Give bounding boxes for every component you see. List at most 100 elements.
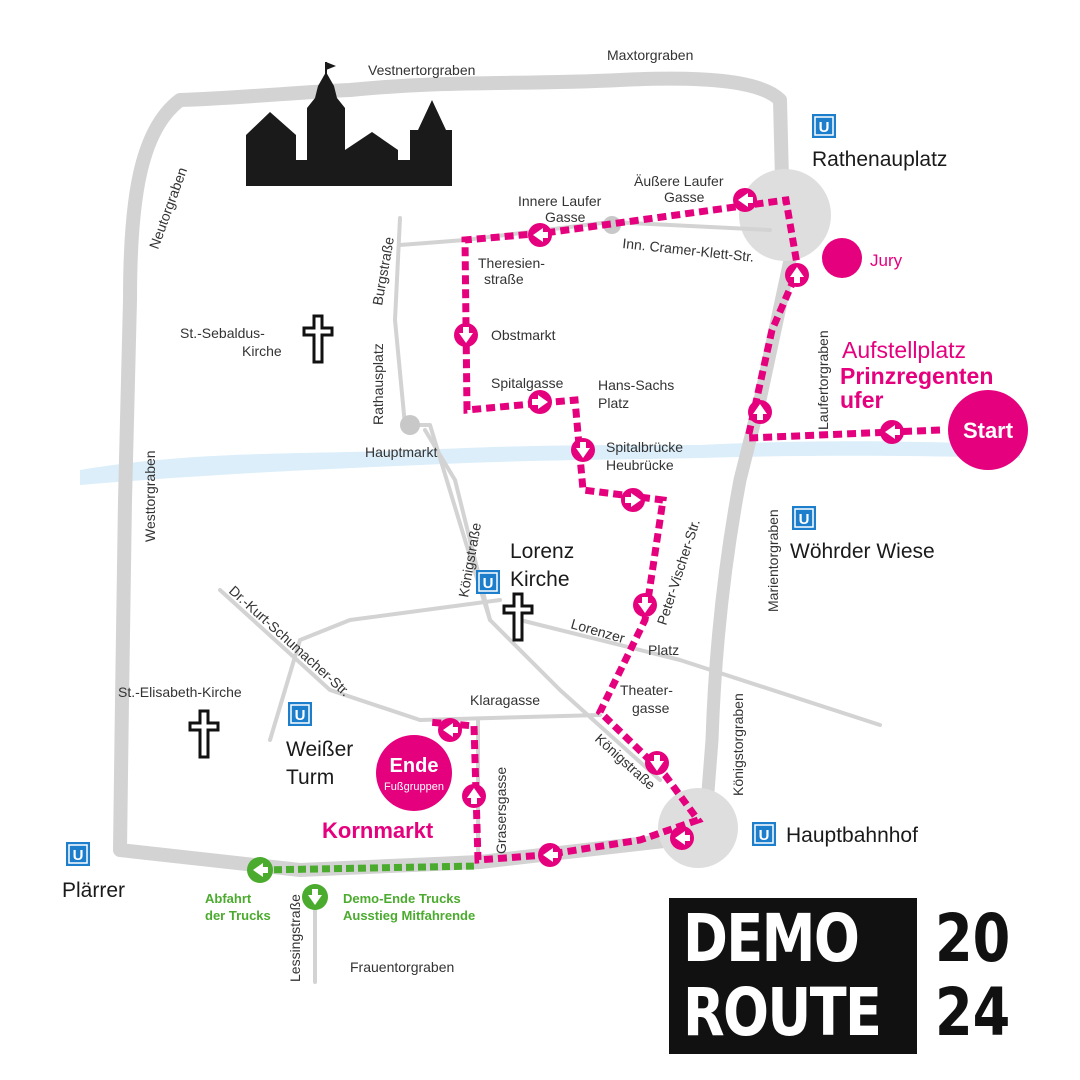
- svg-text:U: U: [819, 119, 830, 136]
- place-weisser-2: Turm: [286, 766, 334, 789]
- ring-road: [113, 71, 789, 877]
- street-marientorgraben: Marientorgraben: [765, 509, 781, 612]
- street-vestnertorgraben: Vestnertorgraben: [368, 62, 475, 78]
- title-box: DEMO ROUTE: [669, 898, 917, 1054]
- svg-text:U: U: [759, 827, 770, 844]
- ubahn-icon: U: [476, 570, 500, 594]
- svg-text:U: U: [483, 575, 494, 592]
- ende-sublabel: Fußgruppen: [384, 781, 444, 793]
- svg-text:U: U: [73, 847, 84, 864]
- road-koenigstorgraben: [698, 203, 797, 837]
- direction-arrow-icon: [454, 323, 478, 347]
- demo-ende-line1: Demo-Ende Trucks: [343, 891, 461, 906]
- direction-arrow-icon: [670, 826, 694, 850]
- direction-arrow-icon: [302, 884, 328, 910]
- street-theatergasse-1: Theater-: [620, 682, 673, 698]
- title-line1: DEMO: [683, 900, 860, 977]
- place-kornmarkt: Kornmarkt: [322, 818, 434, 843]
- street-cramer-klett: Inn. Cramer-Klett-Str.: [622, 235, 755, 265]
- junction-hauptmarkt: [400, 415, 420, 435]
- year-line1: 20: [935, 900, 1011, 977]
- street-obstmarkt: Obstmarkt: [491, 327, 556, 343]
- direction-arrow-icon: [528, 223, 552, 247]
- direction-arrow-icon: [733, 188, 757, 212]
- direction-arrow-icon: [645, 751, 669, 775]
- place-sebaldus-2: Kirche: [242, 343, 282, 359]
- street-westtorgraben: Westtorgraben: [142, 450, 158, 542]
- river-pegnitz: [80, 441, 1020, 485]
- ubahn-icon: U: [752, 822, 776, 846]
- street-laufertorgraben: Laufertorgraben: [815, 330, 831, 430]
- abfahrt-line2: der Trucks: [205, 908, 271, 923]
- place-elisabeth: St.-Elisabeth-Kirche: [118, 684, 242, 700]
- street-lorenzer-platz-1: Lorenzer: [569, 616, 627, 647]
- start-label: Start: [963, 418, 1014, 443]
- svg-text:U: U: [295, 707, 306, 724]
- place-plaerrer: Plärrer: [62, 879, 125, 902]
- title-line2: ROUTE: [683, 974, 882, 1051]
- church-cross-icon: [502, 592, 534, 642]
- street-peter-vischer: Peter-Vischer-Str.: [654, 517, 703, 627]
- street-kurt-schumacher: Dr.-Kurt-Schumacher-Str.: [226, 582, 353, 699]
- svg-text:U: U: [799, 511, 810, 528]
- direction-arrow-icon: [462, 784, 486, 808]
- street-spitalgasse: Spitalgasse: [491, 375, 564, 391]
- ubahn-icon: U: [792, 506, 816, 530]
- abfahrt-line1: Abfahrt: [205, 891, 252, 906]
- street-theatergasse-2: gasse: [632, 700, 670, 716]
- direction-arrow-icon: [880, 420, 904, 444]
- title-year: 20 24: [935, 904, 1035, 1054]
- direction-arrow-icon: [528, 390, 552, 414]
- place-rathenauplatz: Rathenauplatz: [812, 148, 947, 171]
- ende-marker: [376, 735, 452, 811]
- start-marker: [948, 390, 1028, 470]
- truck-route: [261, 862, 479, 874]
- street-burgstrasse: Burgstraße: [369, 235, 397, 306]
- ende-label: Ende: [390, 755, 439, 777]
- ubahn-icon: U: [812, 114, 836, 138]
- direction-arrow-icon: [785, 263, 809, 287]
- street-lorenzer-platz-2: Platz: [648, 642, 679, 658]
- street-frauentorgraben: Frauentorgraben: [350, 959, 454, 975]
- street-koenigstorgraben: Königstorgraben: [730, 693, 746, 796]
- direction-arrows: [247, 188, 904, 910]
- church-cross-icon: [302, 314, 334, 364]
- direction-arrow-icon: [748, 400, 772, 424]
- place-sebaldus-1: St.-Sebaldus-: [180, 325, 265, 341]
- direction-arrow-icon: [621, 488, 645, 512]
- place-lorenz-2: Kirche: [510, 568, 570, 591]
- aufstellplatz-line1: Aufstellplatz: [842, 337, 966, 363]
- place-weisser-1: Weißer: [286, 738, 353, 761]
- street-theresien-2: straße: [484, 271, 524, 287]
- street-spitalbruecke: Spitalbrücke: [606, 439, 683, 455]
- aufstellplatz-line2: Prinzregenten: [840, 363, 993, 389]
- direction-arrow-icon: [538, 843, 562, 867]
- street-hauptmarkt: Hauptmarkt: [365, 444, 437, 460]
- street-aeussere-laufer-2: Gasse: [664, 189, 705, 205]
- street-lessingstrasse: Lessingstraße: [287, 894, 303, 982]
- street-neutorgraben: Neutorgraben: [146, 165, 190, 251]
- jury-marker: [822, 238, 862, 278]
- street-theresien-1: Theresien-: [478, 255, 545, 271]
- direction-arrow-icon: [633, 593, 657, 617]
- street-maxtorgraben: Maxtorgraben: [607, 47, 693, 63]
- church-cross-icon: [188, 709, 220, 759]
- place-labels: Rathenauplatz Aufstellplatz Prinzregente…: [62, 148, 993, 923]
- street-heubruecke: Heubrücke: [606, 457, 674, 473]
- aufstellplatz-line3: ufer: [840, 387, 884, 413]
- street-aeussere-laufer-1: Äußere Laufer: [634, 173, 724, 189]
- square-rathenauplatz: [739, 169, 831, 261]
- street-klaragasse: Klaragasse: [470, 692, 540, 708]
- street-hans-sachs-1: Hans-Sachs: [598, 377, 674, 393]
- street-grasersgasse: Grasersgasse: [493, 767, 509, 854]
- place-hauptbahnhof: Hauptbahnhof: [786, 824, 918, 847]
- place-woehrder-wiese: Wöhrder Wiese: [790, 540, 935, 563]
- year-line2: 24: [935, 974, 1011, 1051]
- place-lorenz-1: Lorenz: [510, 540, 574, 563]
- street-hans-sachs-2: Platz: [598, 395, 629, 411]
- jury-label: Jury: [870, 251, 903, 270]
- demo-ende-line2: Ausstieg Mitfahrende: [343, 908, 475, 923]
- direction-arrow-icon: [438, 718, 462, 742]
- ubahn-icon: U: [288, 702, 312, 726]
